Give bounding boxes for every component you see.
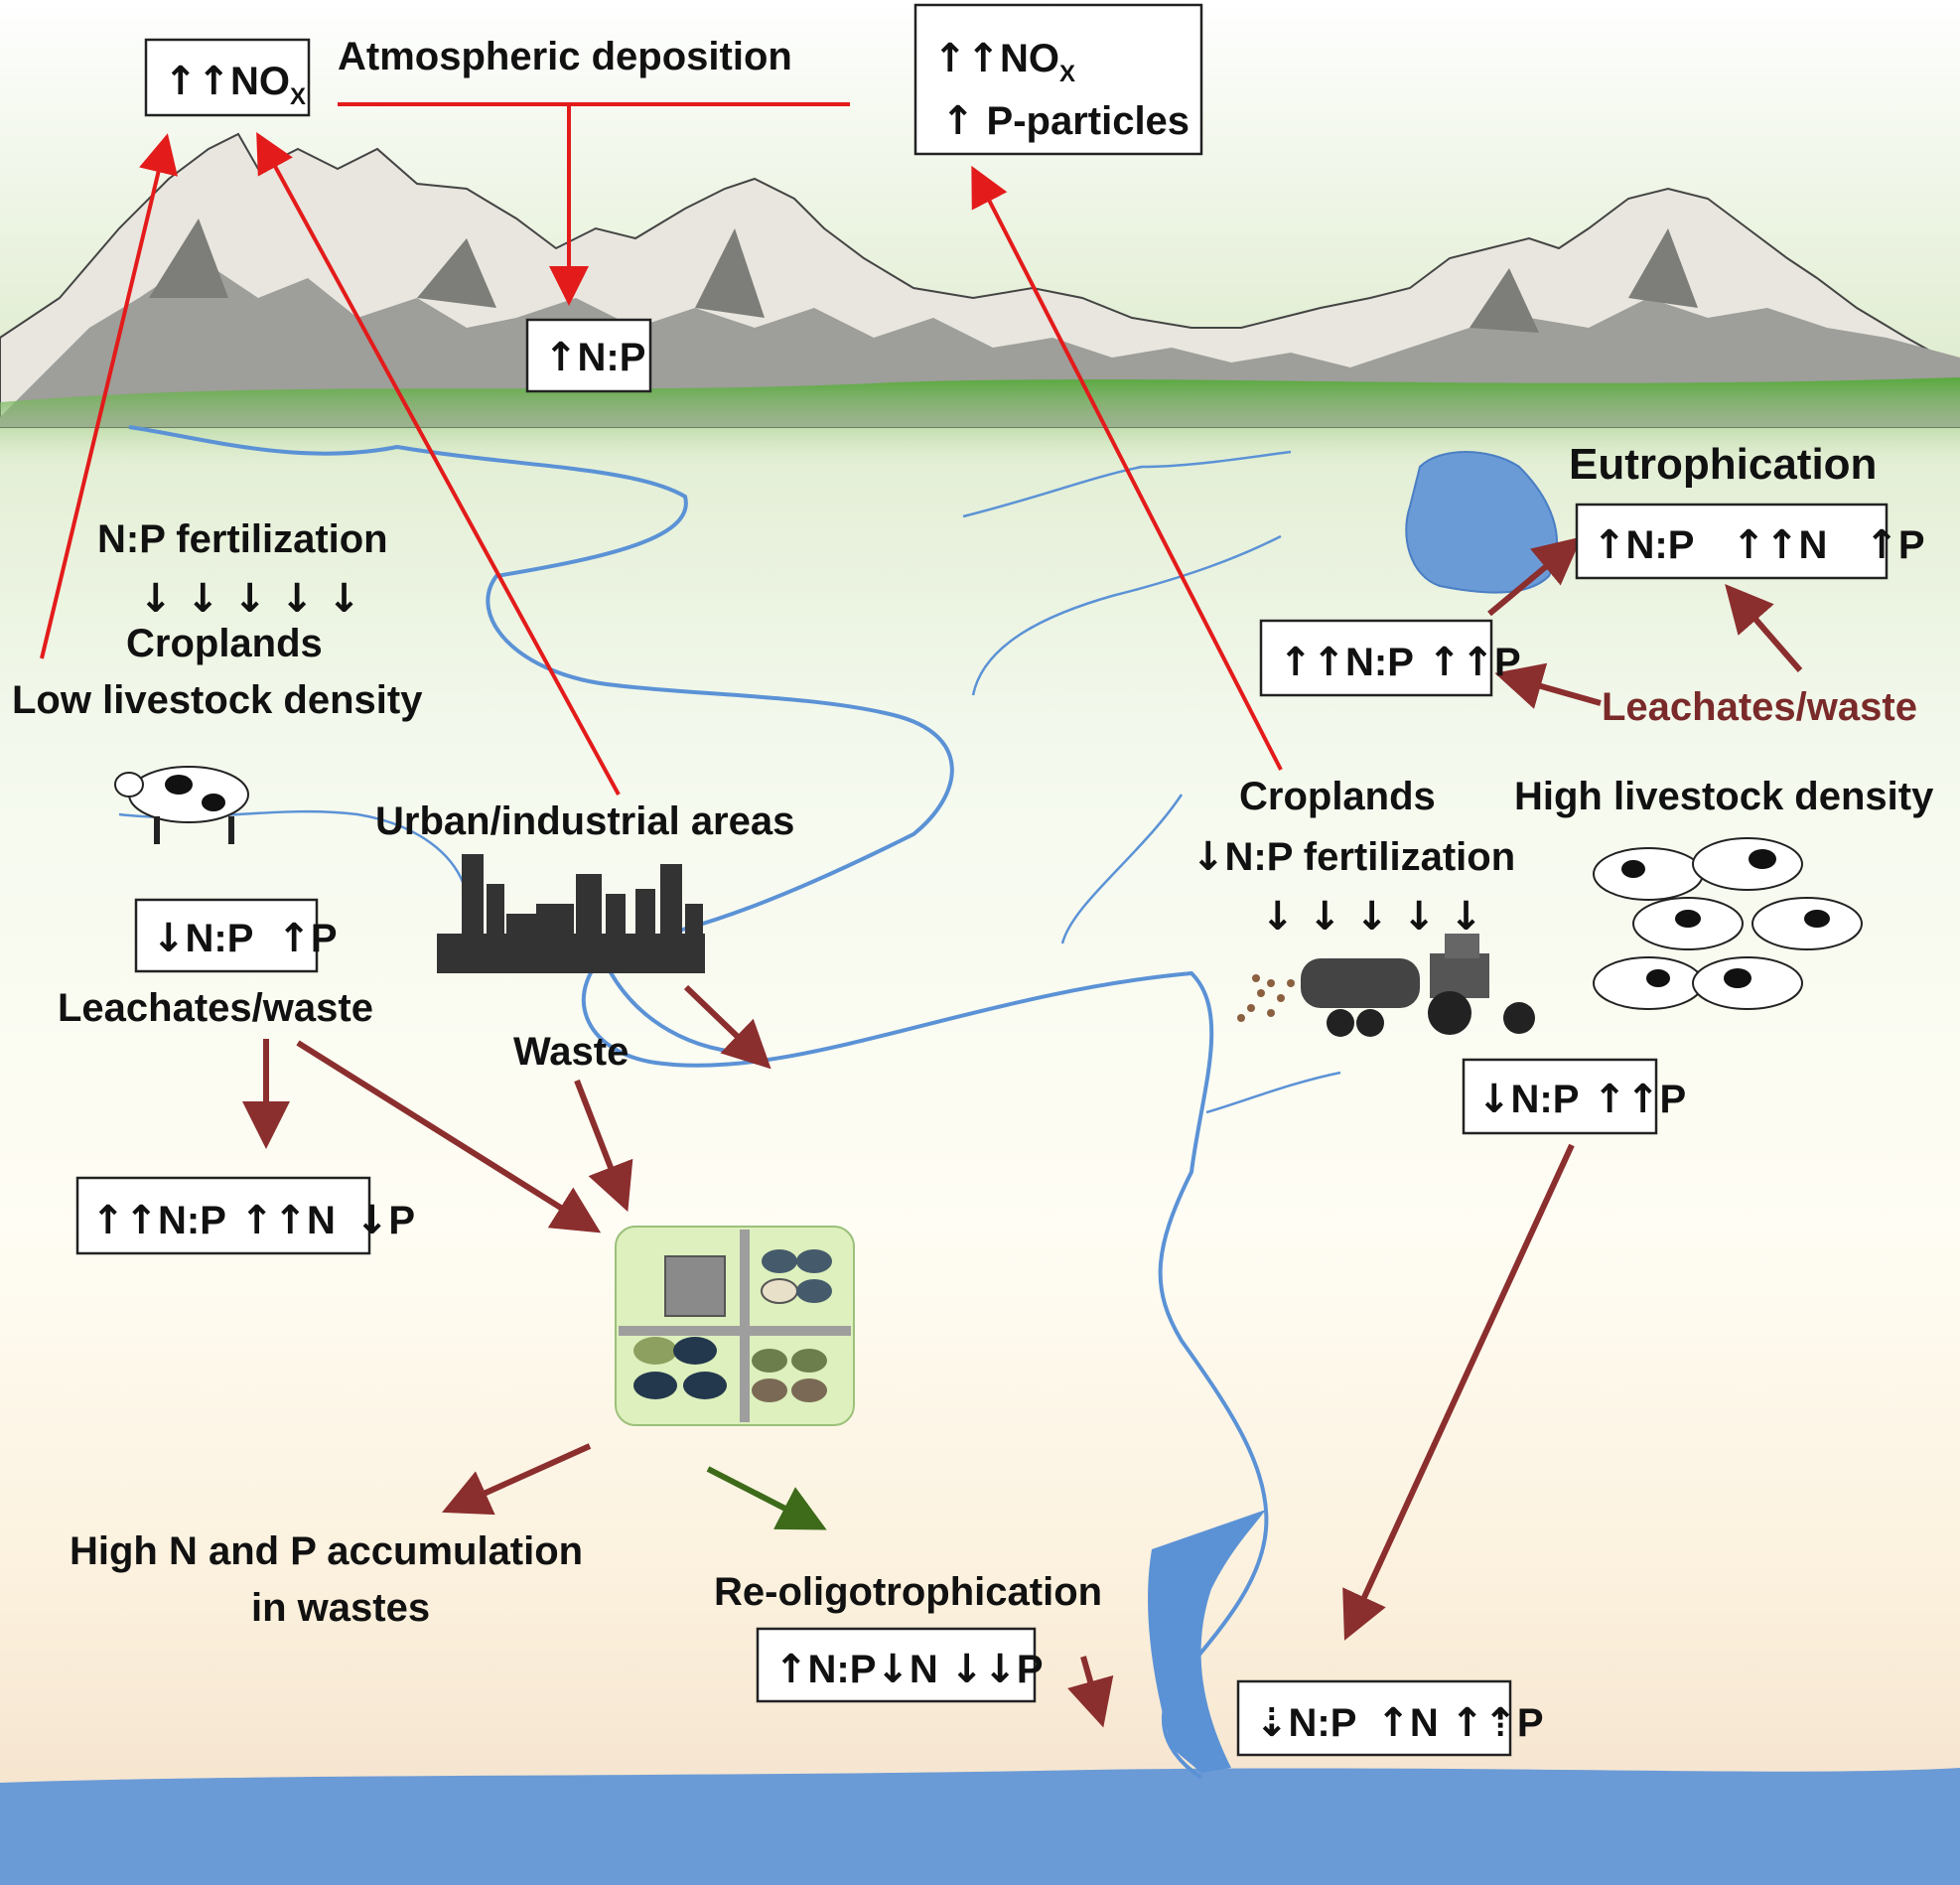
nox-sub: X (290, 83, 306, 110)
sea (0, 1768, 1960, 1885)
treatment-plant (615, 1226, 855, 1426)
box-outlet: ⇣N:P↑N↑⇡P (1236, 1679, 1544, 1757)
down-arrow: ↓ (1191, 834, 1225, 880)
up-up-arrows: ↑↑ (933, 36, 1000, 81)
cow-herd (1593, 837, 1863, 1010)
box-right-mid: ↓N:P↑↑P (1462, 1058, 1686, 1135)
svg-text:⇣N:P↑N↑⇡P: ⇣N:P↑N↑⇡P (1255, 1700, 1544, 1746)
tractor-spreader (1237, 934, 1535, 1037)
box-left-low: ↑↑N:P↑↑N↓P (75, 1176, 415, 1255)
svg-text:↑↑NOX: ↑↑NOX (164, 59, 306, 110)
nox-label: NO (1000, 37, 1059, 80)
svg-text:↓N:P↑↑P: ↓N:P↑↑P (1477, 1077, 1686, 1122)
cow-left (114, 766, 249, 844)
svg-text:↑N:P: ↑N:P (544, 335, 645, 380)
box-nox-left: ↑↑NOX (144, 38, 311, 117)
svg-text:↑↑N:P↑↑P: ↑↑N:P↑↑P (1279, 640, 1521, 685)
label-eutrophication: Eutrophication (1569, 440, 1877, 489)
svg-text:↑↑N:P↑↑N↓P: ↑↑N:P↑↑N↓P (91, 1198, 415, 1243)
label-leachates-left: Leachates/waste (58, 986, 373, 1030)
box-eutrophication: ↑N:P↑↑N↑P (1575, 503, 1925, 580)
p-particles-label: P-particles (987, 99, 1190, 143)
svg-text:↓N:P↑P: ↓N:P↑P (152, 916, 338, 961)
svg-text:↑P-particles: ↑ P-particles (941, 98, 1190, 144)
label-waste: Waste (513, 1030, 629, 1074)
label-urban-industrial: Urban/industrial areas (375, 799, 794, 843)
svg-text:↑N:P↑↑N↑P: ↑N:P↑↑N↑P (1593, 522, 1925, 568)
red-arrows (40, 102, 1283, 796)
mountain-range (0, 132, 1960, 467)
svg-text:↓N:P fertilization: ↓N:P fertilization (1191, 834, 1515, 880)
nox-sub: X (1059, 61, 1075, 87)
label-high-livestock: High livestock density (1514, 775, 1934, 818)
box-left-mid: ↓N:P↑P (134, 898, 338, 973)
city-skyline (437, 854, 705, 973)
label-np-fertilization-left: N:P fertilization (97, 517, 388, 561)
svg-text:↑↑NOX: ↑↑NOX (933, 36, 1075, 87)
box-np-mountain: ↑N:P (525, 318, 652, 393)
label-croplands-right: Croplands (1239, 775, 1436, 818)
label-np-fertilization-right: N:P fertilization (1225, 835, 1516, 879)
label-low-livestock: Low livestock density (12, 678, 423, 722)
brown-arrows (242, 536, 1803, 1728)
up-up-arrows: ↑↑ (164, 59, 230, 104)
label-atmospheric-deposition: Atmospheric deposition (338, 35, 792, 78)
label-croplands-left: Croplands (126, 622, 323, 665)
box-lake-inflow: ↑↑N:P↑↑P (1259, 619, 1521, 697)
down-arrows-right: ↓ ↓ ↓ ↓ ↓ (1261, 894, 1482, 940)
box-nox-right: ↑↑NOX ↑ P-particles (913, 3, 1203, 156)
label-leachates-right: Leachates/waste (1602, 685, 1917, 729)
label-reoligotrophication: Re-oligotrophication (714, 1570, 1102, 1614)
down-arrows-left: ↓ ↓ ↓ ↓ ↓ (139, 576, 360, 622)
nox-label: NO (230, 60, 290, 103)
green-arrow (706, 1466, 827, 1530)
label-high-accum-2: in wastes (251, 1586, 430, 1630)
box-reoligo: ↑N:P↓N↓↓P (756, 1627, 1044, 1703)
svg-text:↑N:P↓N↓↓P: ↑N:P↓N↓↓P (774, 1647, 1044, 1692)
label-high-accum-1: High N and P accumulation (70, 1529, 583, 1573)
up-arrow: ↑ (941, 98, 975, 144)
